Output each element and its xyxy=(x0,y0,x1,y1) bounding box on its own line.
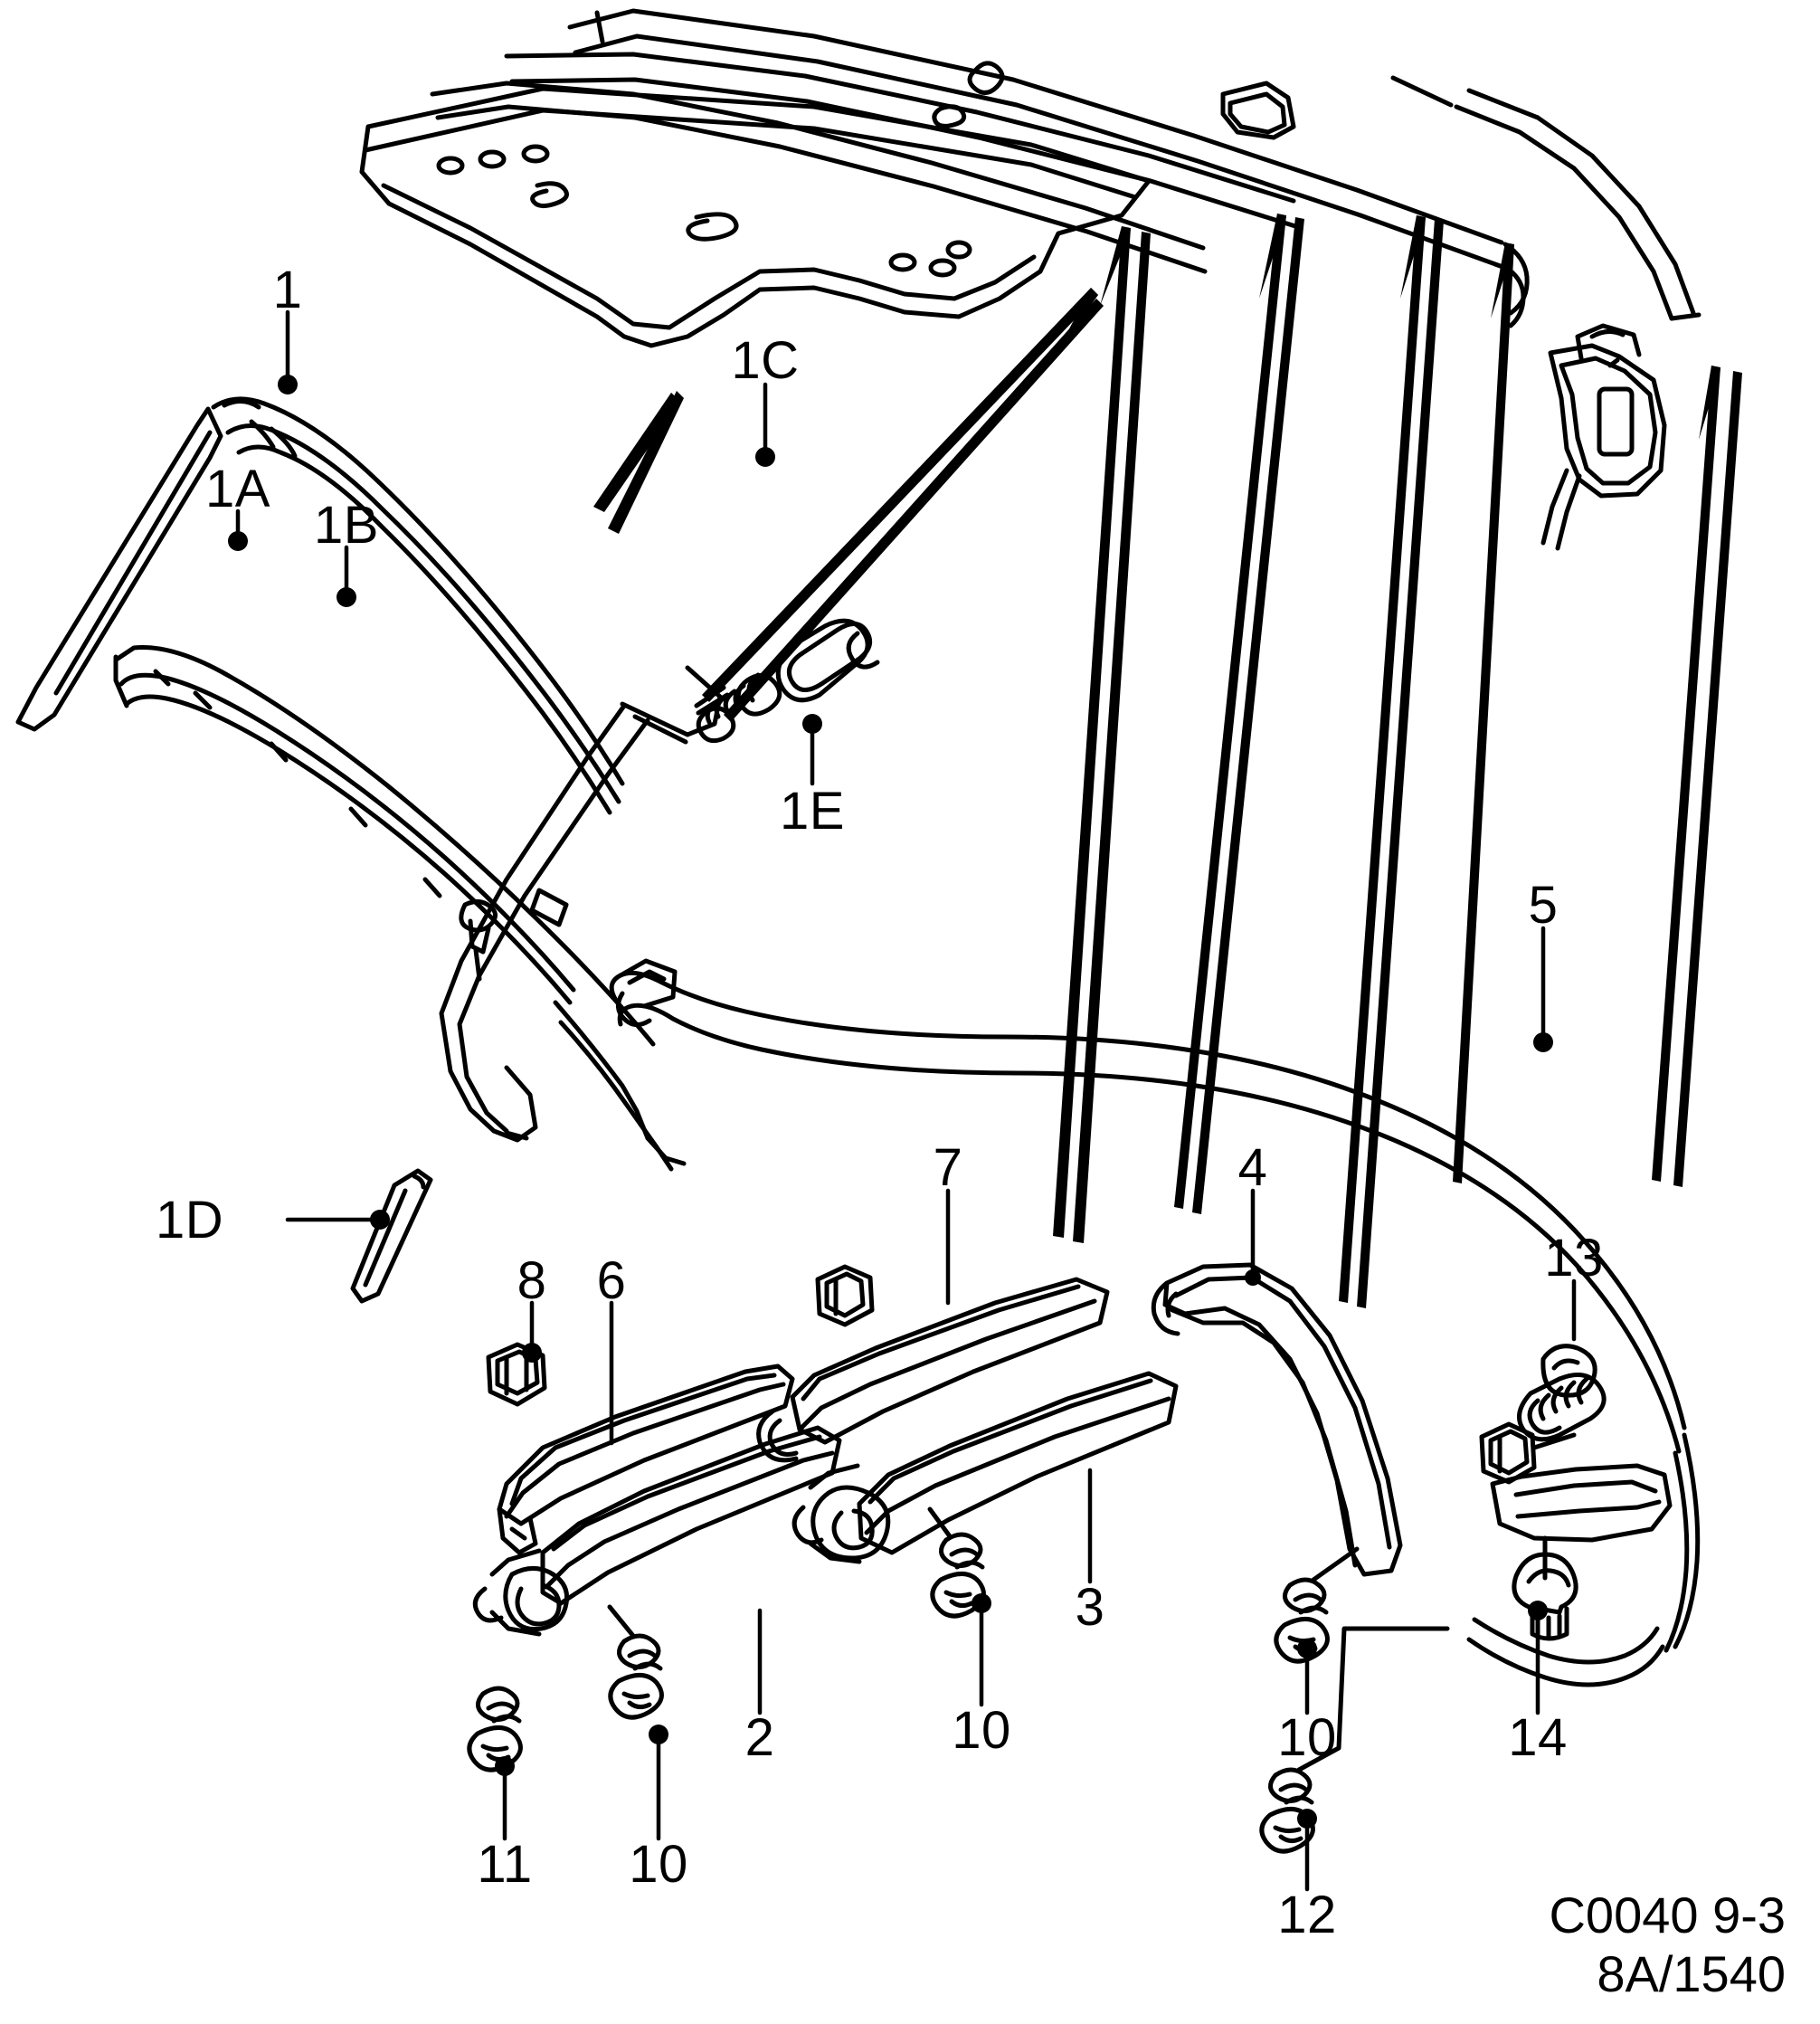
part-1-header-seal xyxy=(15,396,723,1143)
part-1a-seal-strip xyxy=(113,645,687,1172)
callout-1b: 1B xyxy=(314,496,379,555)
part-1d-rod xyxy=(350,1168,433,1304)
seal-end-cap xyxy=(1490,1463,1673,1543)
callout-8: 8 xyxy=(517,1251,547,1310)
part-11-screw xyxy=(467,1686,523,1772)
section-code: 8A/1540 xyxy=(1597,1945,1786,2003)
leader-lines xyxy=(228,309,1577,1892)
callout-5: 5 xyxy=(1528,876,1559,935)
callout-10-left: 10 xyxy=(629,1835,688,1894)
part-14-grommet xyxy=(1512,1535,1578,1641)
part-7-seal-rail xyxy=(756,1264,1110,1463)
part-8-clip xyxy=(486,1342,547,1407)
callout-1: 1 xyxy=(272,261,303,319)
part-12-screw xyxy=(1259,1626,1450,1854)
callout-1e: 1E xyxy=(780,782,845,841)
diagram-footer: C0040 9-3 8A/1540 xyxy=(1549,1886,1786,2004)
part-6-seal-rail xyxy=(497,1364,795,1555)
clip-detail-right xyxy=(1479,1421,1577,1485)
part-10-screw-left xyxy=(607,1604,664,1720)
catalog-code: C0040 9-3 xyxy=(1549,1886,1786,1944)
top-frame-assembly xyxy=(359,8,1702,551)
part-2-trim xyxy=(472,1425,842,1637)
callout-13: 13 xyxy=(1544,1229,1604,1288)
part-3-trim xyxy=(792,1371,1179,1564)
part-13-bolt xyxy=(1517,1344,1607,1442)
callout-6: 6 xyxy=(596,1251,627,1310)
assembly-arrows xyxy=(593,214,1742,1308)
callout-10-mid: 10 xyxy=(952,1701,1011,1760)
callout-2: 2 xyxy=(744,1708,775,1767)
callout-1a: 1A xyxy=(205,460,270,518)
callout-10-right: 10 xyxy=(1277,1708,1337,1767)
callout-1d: 1D xyxy=(156,1191,224,1250)
part-1b-screw xyxy=(459,899,498,982)
part-10-screw-mid xyxy=(927,1506,986,1619)
part-4-corner-seal xyxy=(1151,1262,1403,1577)
callout-14: 14 xyxy=(1508,1708,1568,1767)
callout-12: 12 xyxy=(1277,1886,1337,1944)
callout-1c: 1C xyxy=(731,331,800,390)
callout-11: 11 xyxy=(477,1835,533,1894)
callout-7: 7 xyxy=(933,1138,963,1197)
callout-4: 4 xyxy=(1237,1138,1268,1197)
callout-3: 3 xyxy=(1075,1578,1105,1637)
